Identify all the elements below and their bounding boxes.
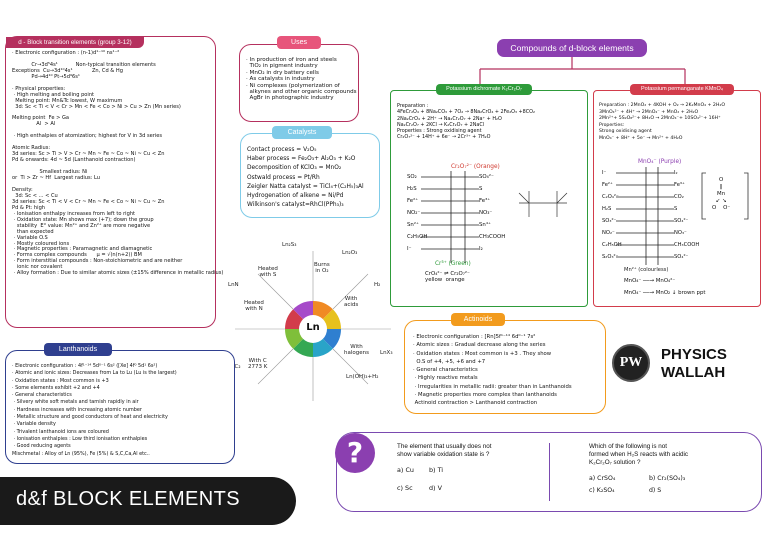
ln-label: With acids (344, 296, 359, 309)
dichromate-foot: CrO₄²⁻ ⇌ Cr₂O₇²⁻ yellow orange (425, 271, 470, 284)
q2-opt-c[interactable]: c) K₂SO₄ (589, 487, 615, 494)
q1-opt-c[interactable]: c) Sc (397, 484, 413, 492)
lanthanoids-title: Lanthanoids (44, 343, 112, 356)
ln-label: Ln(OH)₃+H₂ (346, 374, 379, 380)
dichromate-panel: Preparation : 4FeCr₂O₄ + 8Na₂CO₃ + 7O₂ →… (390, 90, 588, 307)
catalysts-panel: Contact process = V₂O₅ Haber process = F… (240, 133, 380, 218)
quiz-divider (549, 443, 550, 501)
ln-label: Burns in O₂ (314, 262, 330, 275)
question-icon: ? (335, 433, 375, 473)
ln-label: H₂ (374, 282, 381, 288)
uses-body: · In production of iron and steels TiO₂ … (246, 57, 357, 102)
permanganate-eq2: MnO₄⁻ ──→ MnO₂ ↓ brown ppt (624, 290, 706, 296)
dblock-panel: d - Block transition elements (group 3-1… (5, 36, 223, 328)
dblock-body: · Electronic configuration : (n-1)d¹⁻¹⁰ … (12, 50, 224, 277)
dichromate-bottom-label: Cr³⁺ (Green) (435, 261, 471, 267)
permanganate-products: I₂ Fe³⁺ CO₂ S SO₄²⁻ NO₃⁻ CH₃COOH SO₄²⁻ (674, 170, 700, 260)
lanthanoids-panel: · Electronic configuration : 4f¹⁻¹⁴ 5d⁰⁻… (5, 350, 235, 464)
dichromate-reagents: SO₂ H₂S Fe²⁺ NO₂⁻ Sn²⁺ C₂H₅OH I⁻ (407, 174, 428, 252)
actinoids-body: · Electronic configuration : [Rn]5f¹⁻¹⁴ … (413, 334, 572, 407)
uses-title: Uses (277, 36, 321, 49)
ln-label: LnX₃ (380, 350, 393, 356)
q2-opt-b[interactable]: b) Cr₂(SO₄)₃ (649, 475, 686, 482)
question-mark: ? (346, 436, 364, 469)
ln-label: With halogens (344, 344, 369, 357)
permanganate-structure: O ‖ Mn ↙ ↘ O O⁻ (712, 177, 731, 211)
permanganate-prep: Preparation : 2MnO₂ + 4KOH + O₂ → 2K₂MnO… (599, 103, 726, 141)
q1-opt-d[interactable]: d) V (429, 484, 442, 492)
quiz-q2: Which of the following is not formed whe… (589, 443, 689, 466)
brand-line2: WALLAH (661, 364, 726, 381)
lanthanoids-body: · Electronic configuration : 4f¹⁻¹⁴ 5d⁰⁻… (12, 363, 177, 457)
q2-opt-d[interactable]: d) S (649, 487, 662, 494)
pw-logo: PW (612, 344, 650, 382)
footer-title: d&f BLOCK ELEMENTS (16, 488, 240, 510)
permanganate-structure-bracket (701, 172, 749, 220)
permanganate-eq1: MnO₄⁻ ──→ MnO₄²⁻ (624, 278, 676, 284)
actinoids-title: Actinoids (451, 313, 505, 326)
ln-label: Heated with S (258, 266, 278, 279)
permanganate-panel: Preparation : 2MnO₂ + 4KOH + O₂ → 2K₂MnO… (593, 90, 761, 307)
dichromate-products: SO₄²⁻ S Fe³⁺ NO₃⁻ Sn⁴⁺ CH₃COOH I₂ (479, 174, 506, 252)
permanganate-reaction-lines (616, 167, 674, 265)
compounds-connector (479, 57, 686, 85)
ln-label: With C 2773 K (248, 358, 268, 371)
ln-label: Ln₂S₃ (282, 242, 297, 248)
dblock-title: d - Block transition elements (group 3-1… (6, 37, 144, 48)
quiz-panel: ? The element that usually does not show… (335, 432, 762, 512)
q1-opt-b[interactable]: b) Ti (429, 466, 444, 474)
q1-opt-a[interactable]: a) Cu (397, 466, 414, 474)
footer-banner: d&f BLOCK ELEMENTS (0, 477, 296, 525)
brand-line1: PHYSICS (661, 346, 727, 363)
permanganate-title: Potassium permanganate KMnO₄ (630, 84, 734, 95)
quiz-q1: The element that usually does not show v… (397, 443, 492, 458)
uses-panel: · In production of iron and steels TiO₂ … (239, 44, 359, 122)
ln-center: Ln (306, 322, 320, 333)
ln-label: Ln₂O₃ (342, 250, 358, 256)
dichromate-prep: Preparation : 4FeCr₂O₄ + 8Na₂CO₃ + 7O₂ →… (397, 103, 535, 141)
permanganate-bottom-label: Mn²⁺ (colourless) (624, 267, 669, 273)
dichromate-reaction-lines (421, 171, 479, 263)
permanganate-reagents: I⁻ Fe²⁺ C₂O₄²⁻ H₂S SO₃²⁻ NO₂⁻ C₂H₅OH S₂O… (602, 170, 622, 260)
pw-logo-text: PW (619, 355, 643, 370)
permanganate-top-label: MnO₄⁻ (Purple) (638, 159, 682, 165)
dichromate-title: Potassium dichromate K₂Cr₂O₇ (436, 84, 532, 95)
compounds-title: Compounds of d-block elements (497, 39, 647, 57)
catalysts-body: Contact process = V₂O₅ Haber process = F… (247, 147, 364, 209)
ln-label: LnN (228, 282, 239, 288)
actinoids-panel: · Electronic configuration : [Rn]5f¹⁻¹⁴ … (404, 320, 606, 414)
catalysts-title: Catalysts (272, 126, 332, 139)
dichromate-top-label: Cr₂O₇²⁻ (Orange) (451, 164, 500, 170)
q2-opt-a[interactable]: a) CrSO₄ (589, 475, 616, 482)
dichromate-structure (518, 191, 568, 217)
ln-label: Heated with N (244, 300, 264, 313)
ln-wheel (235, 251, 391, 401)
